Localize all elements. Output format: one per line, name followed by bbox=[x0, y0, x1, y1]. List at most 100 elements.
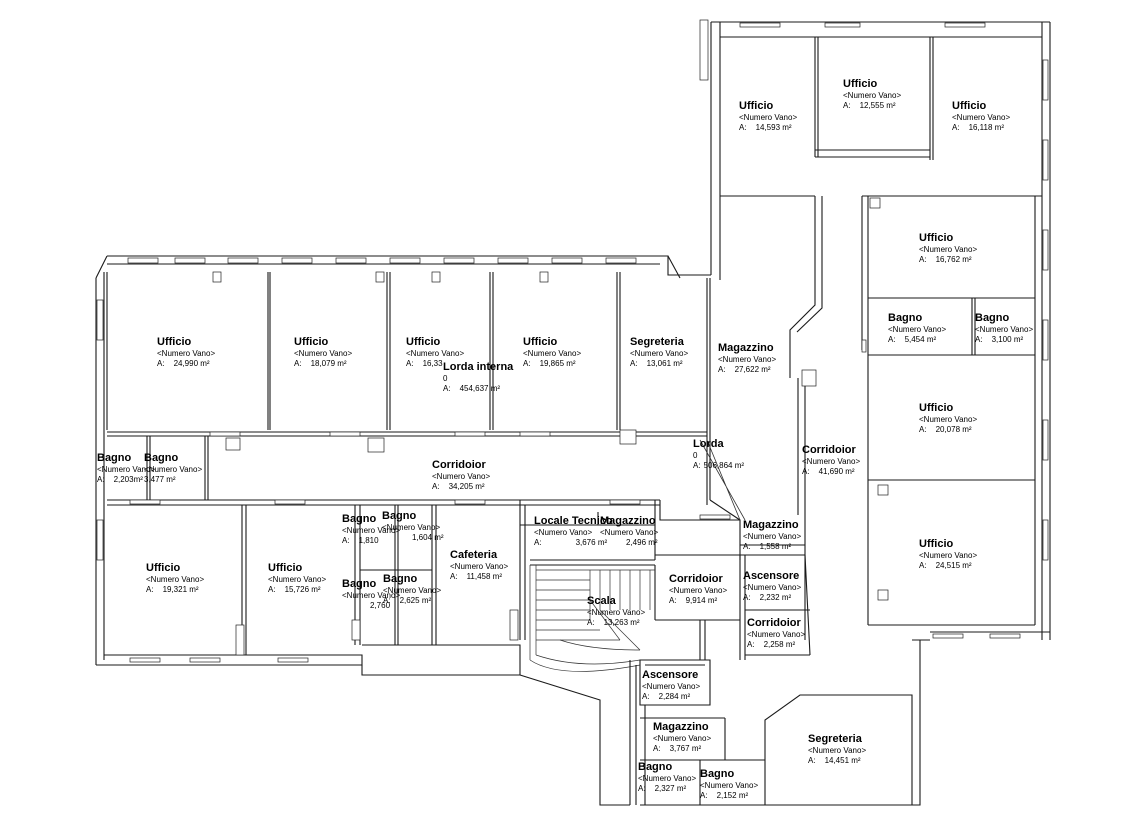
room-name: Ufficio bbox=[268, 562, 303, 574]
room-tag: <Numero Vano> bbox=[653, 734, 712, 743]
room-label: Corridoior <Numero Vano> A:34,205 m² bbox=[432, 460, 490, 491]
room-label: Ufficio <Numero Vano> A:18,079 m² bbox=[294, 337, 352, 368]
room-label: Magazzino <Numero Vano> A:27,622 m² bbox=[718, 343, 776, 374]
room-area: 2,496 m² bbox=[626, 538, 658, 547]
room-label: Ufficio <Numero Vano> A:24,515 m² bbox=[919, 539, 977, 570]
room-area: A:2,284 m² bbox=[642, 692, 691, 701]
room-area: A:2,625 m² bbox=[383, 596, 432, 605]
room-label: Bagno <Numero Vano> A:2,203m² bbox=[97, 453, 155, 484]
room-area: A:3,100 m² bbox=[975, 335, 1024, 344]
total-name: Lorda interna bbox=[443, 361, 514, 373]
room-tag: <Numero Vano> bbox=[342, 591, 401, 600]
room-tag: <Numero Vano> bbox=[952, 113, 1011, 122]
room-tag: <Numero Vano> bbox=[642, 682, 701, 691]
room-area: A:13,263 m² bbox=[587, 618, 640, 627]
room-area: A:2,232 m² bbox=[743, 593, 792, 602]
room-area: A:16,118 m² bbox=[952, 123, 1004, 132]
room-label: Bagno <Numero Vano> A:1,810 bbox=[342, 514, 400, 545]
room-name: Ascensore bbox=[743, 570, 800, 582]
room-tag: <Numero Vano> bbox=[919, 415, 978, 424]
room-tag: <Numero Vano> bbox=[630, 349, 689, 358]
room-label: Scala <Numero Vano> A:13,263 m² bbox=[587, 596, 645, 627]
room-name: Segreteria bbox=[630, 336, 684, 348]
room-label: Bagno <Numero Vano> A:2,625 m² bbox=[383, 574, 441, 605]
room-label: Ufficio <Numero Vano> A:20,078 m² bbox=[919, 403, 977, 434]
total-area-label: Lorda interna 0 A:454,637 m² bbox=[443, 362, 513, 393]
room-area: A:19,865 m² bbox=[523, 359, 576, 368]
room-name: Ufficio bbox=[919, 232, 954, 244]
room-area: A:19,321 m² bbox=[146, 585, 199, 594]
room-tag: <Numero Vano> bbox=[743, 532, 802, 541]
room-area: A:24,515 m² bbox=[919, 561, 972, 570]
room-tag: <Numero Vano> bbox=[975, 325, 1034, 334]
room-tag: <Numero Vano> bbox=[382, 523, 441, 532]
room-tag: <Numero Vano> bbox=[843, 91, 902, 100]
room-name: Corridoior bbox=[802, 444, 856, 456]
room-name: Magazzino bbox=[718, 342, 774, 354]
room-tag: <Numero Vano> bbox=[534, 528, 593, 537]
room-name: Ascensore bbox=[642, 669, 699, 681]
room-tag: <Numero Vano> bbox=[146, 575, 205, 584]
room-label: Bagno <Numero Vano> A:2,152 m² bbox=[700, 769, 758, 800]
room-area: A:18,079 m² bbox=[294, 359, 347, 368]
room-label: Bagno <Numero Vano> 3,477 m² bbox=[144, 453, 202, 484]
room-area: A:3,676 m² bbox=[534, 538, 608, 547]
room-area: A:15,726 m² bbox=[268, 585, 321, 594]
room-name: Magazzino bbox=[653, 721, 709, 733]
room-tag: <Numero Vano> bbox=[638, 774, 697, 783]
room-area: A:1,558 m² bbox=[743, 542, 792, 551]
room-name: Bagno bbox=[144, 452, 179, 464]
room-tag: <Numero Vano> bbox=[802, 457, 861, 466]
room-label: Bagno <Numero Vano> A:3,100 m² bbox=[975, 313, 1033, 344]
room-tag: <Numero Vano> bbox=[97, 465, 156, 474]
room-label: Ufficio <Numero Vano> A:16,33 bbox=[406, 337, 464, 368]
room-tag: <Numero Vano> bbox=[342, 526, 401, 535]
room-label: Ufficio <Numero Vano> A:15,726 m² bbox=[268, 563, 326, 594]
main-block-walls bbox=[95, 255, 746, 676]
room-label: Locale Tecnico <Numero Vano> A:3,676 m² bbox=[534, 516, 613, 547]
room-name: Bagno bbox=[700, 768, 735, 780]
room-name: Ufficio bbox=[739, 100, 774, 112]
room-label: Ufficio <Numero Vano> A:19,865 m² bbox=[523, 337, 581, 368]
room-area: A:41,690 m² bbox=[802, 467, 855, 476]
room-area: 1,604 m² bbox=[412, 533, 444, 542]
room-tag: <Numero Vano> bbox=[144, 465, 203, 474]
room-area: 3,477 m² bbox=[144, 475, 176, 484]
room-area: A:2,327 m² bbox=[638, 784, 687, 793]
room-tag: <Numero Vano> bbox=[718, 355, 777, 364]
room-tag: <Numero Vano> bbox=[700, 781, 759, 790]
room-name: Bagno bbox=[975, 312, 1010, 324]
room-area: A:16,33 bbox=[406, 359, 443, 368]
room-label: Magazzino <Numero Vano> 2,496 m² bbox=[600, 516, 658, 547]
room-area: A:1,810 bbox=[342, 536, 379, 545]
room-name: Bagno bbox=[342, 513, 377, 525]
room-label: Corridoior <Numero Vano> A:9,914 m² bbox=[669, 574, 727, 605]
room-tag: <Numero Vano> bbox=[432, 472, 491, 481]
room-tag: <Numero Vano> bbox=[919, 245, 978, 254]
room-name: Ufficio bbox=[406, 336, 441, 348]
room-name: Bagno bbox=[342, 578, 377, 590]
room-name: Corridoior bbox=[432, 459, 486, 471]
room-tag: <Numero Vano> bbox=[600, 528, 659, 537]
total-value: 0 bbox=[693, 451, 698, 460]
room-name: Ufficio bbox=[157, 336, 192, 348]
room-name: Bagno bbox=[638, 761, 673, 773]
room-label: Magazzino <Numero Vano> A:1,558 m² bbox=[743, 520, 801, 551]
room-tag: <Numero Vano> bbox=[808, 746, 867, 755]
room-label: Ufficio <Numero Vano> A:24,990 m² bbox=[157, 337, 215, 368]
room-label: Ufficio <Numero Vano> A:12,555 m² bbox=[843, 79, 901, 110]
total-area: A:506,864 m² bbox=[693, 461, 745, 470]
room-name: Ufficio bbox=[843, 78, 878, 90]
room-area: 2,760 bbox=[370, 601, 391, 610]
room-name: Ufficio bbox=[919, 538, 954, 550]
room-tag: <Numero Vano> bbox=[888, 325, 947, 334]
room-area: A:14,593 m² bbox=[739, 123, 792, 132]
room-name: Ufficio bbox=[952, 100, 987, 112]
room-tag: <Numero Vano> bbox=[739, 113, 798, 122]
room-name: Locale Tecnico bbox=[534, 515, 613, 527]
room-area: A:5,454 m² bbox=[888, 335, 937, 344]
room-label: Ufficio <Numero Vano> A:16,762 m² bbox=[919, 233, 977, 264]
room-name: Bagno bbox=[383, 573, 418, 585]
room-tag: <Numero Vano> bbox=[587, 608, 646, 617]
